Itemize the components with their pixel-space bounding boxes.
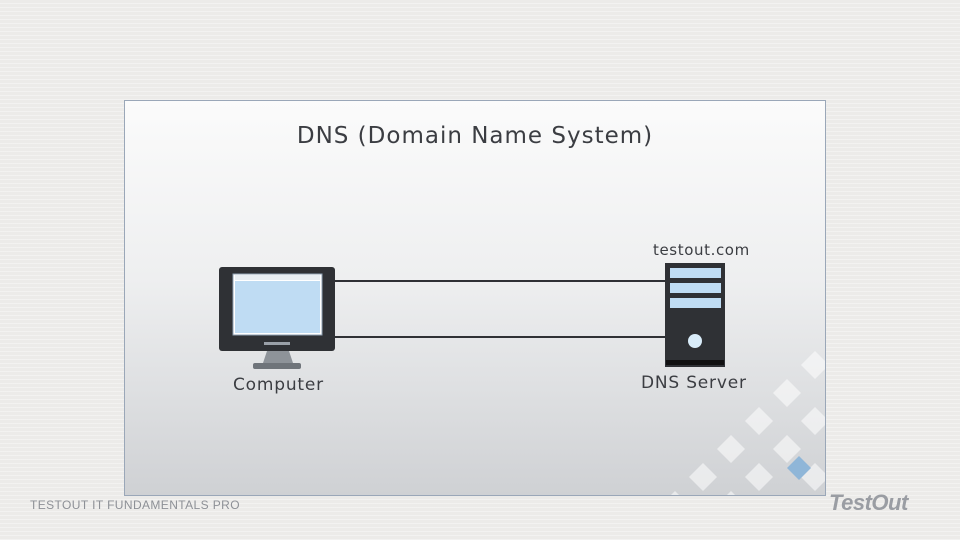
diamond-pattern-decoration [671,351,825,495]
course-title: TESTOUT IT FUNDAMENTALS PRO [30,498,240,512]
accent-diamond-decoration [787,456,811,480]
dns-server-label: DNS Server [641,373,747,393]
computer-label: Computer [233,375,324,395]
server-domain-label: testout.com [653,241,750,259]
slide-panel: DNS (Domain Name System) testout.com Com… [124,100,826,496]
dns-server-icon [665,263,725,367]
testout-logo: TestOut [829,490,908,515]
diagram-title: DNS (Domain Name System) [296,123,654,149]
diagram-canvas [219,263,825,495]
computer-monitor-icon [219,267,335,369]
